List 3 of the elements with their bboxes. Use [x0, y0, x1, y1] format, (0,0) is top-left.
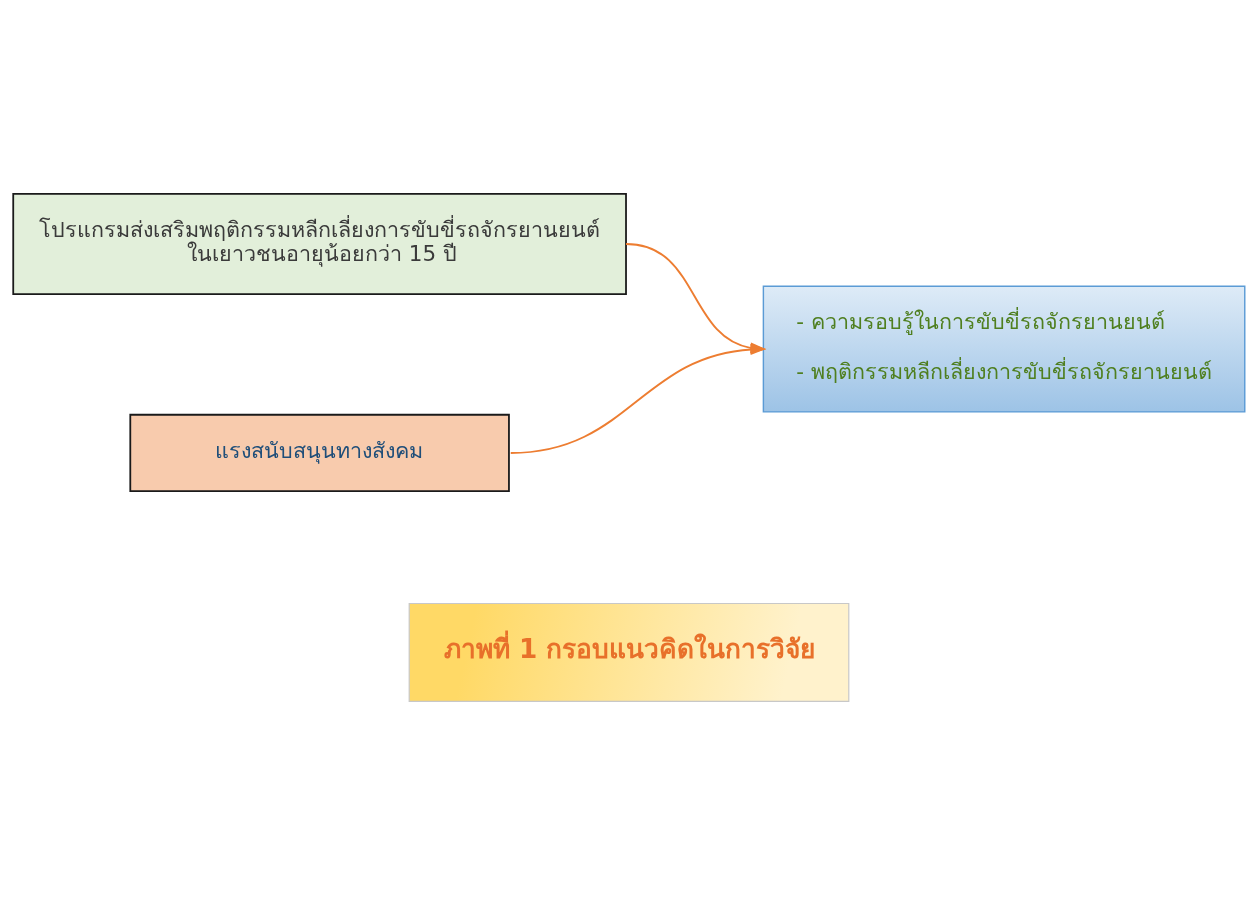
node-box: - ความรอบรู้ในการขับขี่รถจักรยานยนต์ - พฤติกรรมหลีกเลี่ยงการขับขี่รถจักรยานยนต์	[762, 285, 1246, 413]
node-box: แรงสนับสนุนทางสังคม	[129, 413, 510, 493]
node-box: โปรแกรมส่งเสริมพฤติกรรมหลีกเลี่ยงการขับขี่รถจักรยานยนต์ ในเยาวชนอายุน้อยกว่า 15 ปี	[12, 192, 627, 295]
